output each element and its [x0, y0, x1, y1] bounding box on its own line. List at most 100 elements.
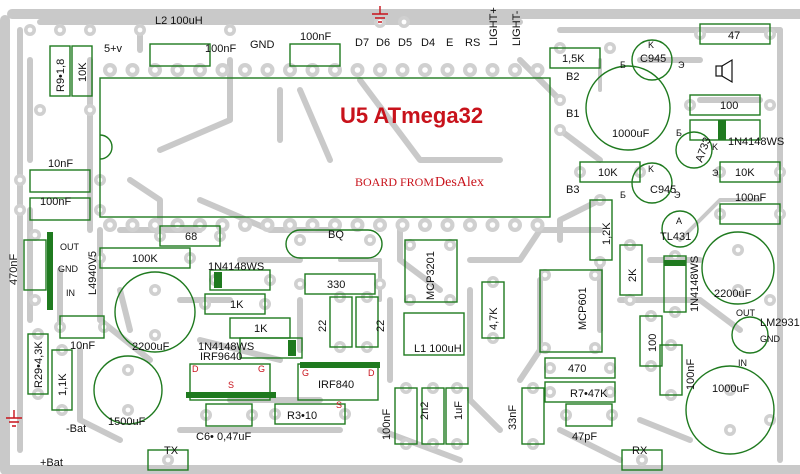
pad-hole	[27, 27, 33, 33]
pad-hole	[309, 67, 316, 73]
pad-hole	[607, 389, 613, 395]
pad-hole	[547, 365, 553, 371]
pad-hole	[377, 281, 383, 287]
pad-hole	[242, 67, 248, 73]
label-1n4148-top: 1N4148WS	[728, 136, 784, 148]
pad-hole	[407, 297, 413, 303]
label-bq: BQ	[328, 229, 344, 241]
pad-hole	[125, 367, 131, 373]
pad-hole	[152, 332, 158, 338]
pin-g2: G	[302, 368, 309, 378]
label-l4940: L4940V5	[87, 251, 99, 295]
label-c22b: 22	[375, 320, 387, 332]
label-out: OUT	[60, 242, 80, 252]
pad-hole	[152, 67, 158, 73]
pad-hole	[37, 107, 43, 113]
pad-hole	[152, 222, 158, 228]
pad-hole	[512, 222, 518, 228]
label-47pf: 47pF	[572, 431, 597, 443]
pad-hole	[767, 297, 773, 303]
pad-hole	[534, 67, 541, 73]
label-d6: D6	[376, 37, 390, 49]
label-1n4148-mid: 1N4148WS	[689, 256, 701, 312]
label-r47: 47	[728, 30, 740, 42]
pad-hole	[227, 27, 233, 33]
pad-hole	[197, 222, 203, 228]
pad-hole	[639, 457, 645, 463]
pad-hole	[592, 272, 598, 278]
pin-a: A	[676, 216, 682, 226]
label-c6: C6• 0,47uF	[196, 431, 251, 443]
pad-hole	[354, 67, 361, 73]
label-1uf: 1uF	[453, 401, 465, 420]
label-light-minus: LIGHT-	[511, 10, 523, 46]
copper-traces	[0, 9, 800, 474]
pad-hole	[107, 67, 113, 73]
pad-hole	[332, 67, 338, 73]
label-out2: OUT	[736, 308, 756, 318]
label-bat-plus: +Bat	[40, 457, 63, 469]
pad-hole	[557, 127, 563, 133]
pin-k2: K	[648, 164, 654, 174]
label-r470: 470	[568, 363, 586, 375]
pad-hole	[489, 222, 496, 228]
credit-author: DesAlex	[435, 175, 484, 190]
pad-hole	[407, 242, 413, 248]
pin-s: S	[228, 380, 234, 390]
mcu-notch	[99, 134, 113, 160]
label-r47k: 4,7K	[488, 307, 500, 330]
label-c945-mid: C945	[650, 184, 676, 196]
label-2n2: 2n2	[419, 402, 431, 420]
label-r12k: 1,2K	[601, 222, 613, 245]
pad-hole	[297, 281, 303, 287]
label-b1: B1	[566, 108, 579, 120]
pad-hole	[264, 222, 271, 228]
pad-hole	[735, 247, 741, 253]
label-in: IN	[66, 288, 75, 298]
label-d7: D7	[355, 37, 369, 49]
pad-hole	[727, 427, 733, 433]
label-r3: R3•10	[287, 410, 317, 422]
pad-hole	[219, 67, 226, 73]
pad-hole	[309, 222, 316, 228]
pin-k3: K	[712, 142, 718, 152]
label-r15k: 1,5K	[562, 53, 585, 65]
label-l1: L1 100uH	[414, 343, 462, 355]
label-lm2931: LM2931	[760, 317, 800, 329]
pad-hole	[174, 222, 181, 228]
pin-d2: D	[368, 368, 375, 378]
credit-prefix: BOARD FROM	[355, 175, 434, 189]
mcu-title: U5 ATmega32	[340, 103, 483, 128]
pad-hole	[444, 67, 451, 73]
label-470nf: 470nF	[8, 254, 20, 285]
label-light-plus: LIGHT+	[488, 7, 500, 46]
label-r9: R9•1,8	[55, 59, 67, 92]
label-100nf-left: 100nF	[40, 196, 71, 208]
pads	[14, 16, 786, 466]
pad-hole	[377, 222, 383, 228]
pad-hole	[467, 222, 473, 228]
label-1k-a: 1K	[230, 299, 244, 311]
label-33nf: 33nF	[507, 405, 519, 430]
pad-hole	[297, 237, 303, 243]
pad-hole	[107, 222, 113, 228]
pad-hole	[767, 102, 773, 108]
pin-d: D	[192, 364, 199, 374]
pad-hole	[597, 259, 603, 265]
label-r29: R29•4,3K	[33, 341, 45, 388]
pad-hole	[354, 222, 361, 228]
pad-hole	[165, 457, 171, 463]
pad-hole	[377, 67, 383, 73]
pad-hole	[547, 389, 553, 395]
pad-hole	[542, 272, 548, 278]
pad-hole	[512, 67, 518, 73]
pad-hole	[287, 222, 293, 228]
pin-b2: Б	[620, 190, 626, 200]
label-2200uf-left: 2200uF	[132, 341, 170, 353]
label-r100-right: 100	[647, 334, 659, 352]
label-tl431: TL431	[660, 231, 691, 243]
label-mcp3201: MCP3201	[425, 251, 437, 300]
pad-hole	[367, 237, 373, 243]
label-100nf-low: 100nF	[381, 409, 393, 440]
pad-hole	[627, 297, 633, 303]
